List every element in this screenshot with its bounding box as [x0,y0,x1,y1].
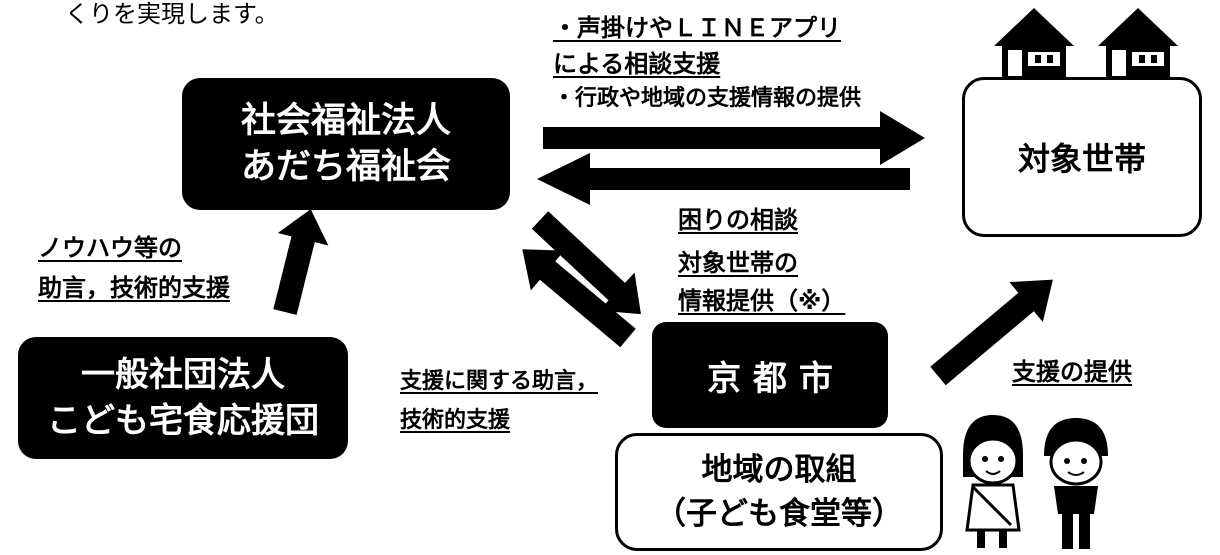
house-icon [994,8,1074,78]
node-ippan-shadan-houjin: 一般社団法人 こども宅食応援団 [18,337,348,459]
arrow-shakai-to-kyoto [531,211,641,315]
label-taisho-info-2: 情報提供（※） [678,287,846,315]
label-shien-1: 支援に関する助言， [400,369,599,394]
label-knowhow-2: 助言，技術的支援 [38,274,230,302]
arrow-ippan-to-shakai [273,209,329,315]
label-teikyo: 支援の提供 [1012,358,1132,386]
label-gyosei: ・行政や地域の支援情報の提供 [553,86,862,111]
child-boy-icon [1044,418,1108,549]
node-kyoto-label: 京 都 市 [707,358,833,399]
node-shakai-line1: 社会福祉法人 [240,101,451,141]
arrow-kyoto-to-shakai [522,249,636,348]
house-icon [1098,8,1178,78]
node-chiiki-line2: （子ども食堂等） [655,496,903,532]
arrow-from-household [537,153,910,205]
label-taisho-info-1: 対象世帯の [678,249,798,277]
node-taisho-label: 対象世帯 [1017,140,1146,178]
arrow-to-household [543,111,925,165]
node-chiiki-line1: 地域の取組 [701,452,857,488]
node-ippan-line2: こども宅食応援団 [47,401,319,441]
node-shakai-line2: あだち福祉会 [240,147,451,187]
arrow-kyoto-to-household [930,279,1053,386]
label-komari: 困りの相談 [678,206,798,234]
label-koekake-1: ・声掛けやＬＩＮＥアプリ [553,14,841,42]
intro-text: くりを実現します。 [65,0,279,28]
node-chiiki-torikumi: 地域の取組 （子ども食堂等） [615,433,943,551]
label-koekake-2: による相談支援 [553,50,721,78]
node-taisho-setai: 対象世帯 [962,77,1202,237]
label-knowhow-1: ノウハウ等の [38,234,182,262]
label-shien-2: 技術的支援 [400,408,511,433]
child-girl-icon [963,415,1023,548]
node-kyoto-shi: 京 都 市 [652,322,888,428]
node-ippan-line1: 一般社団法人 [81,355,285,395]
node-shakai-fukushi-houjin: 社会福祉法人 あだち福祉会 [182,78,510,210]
